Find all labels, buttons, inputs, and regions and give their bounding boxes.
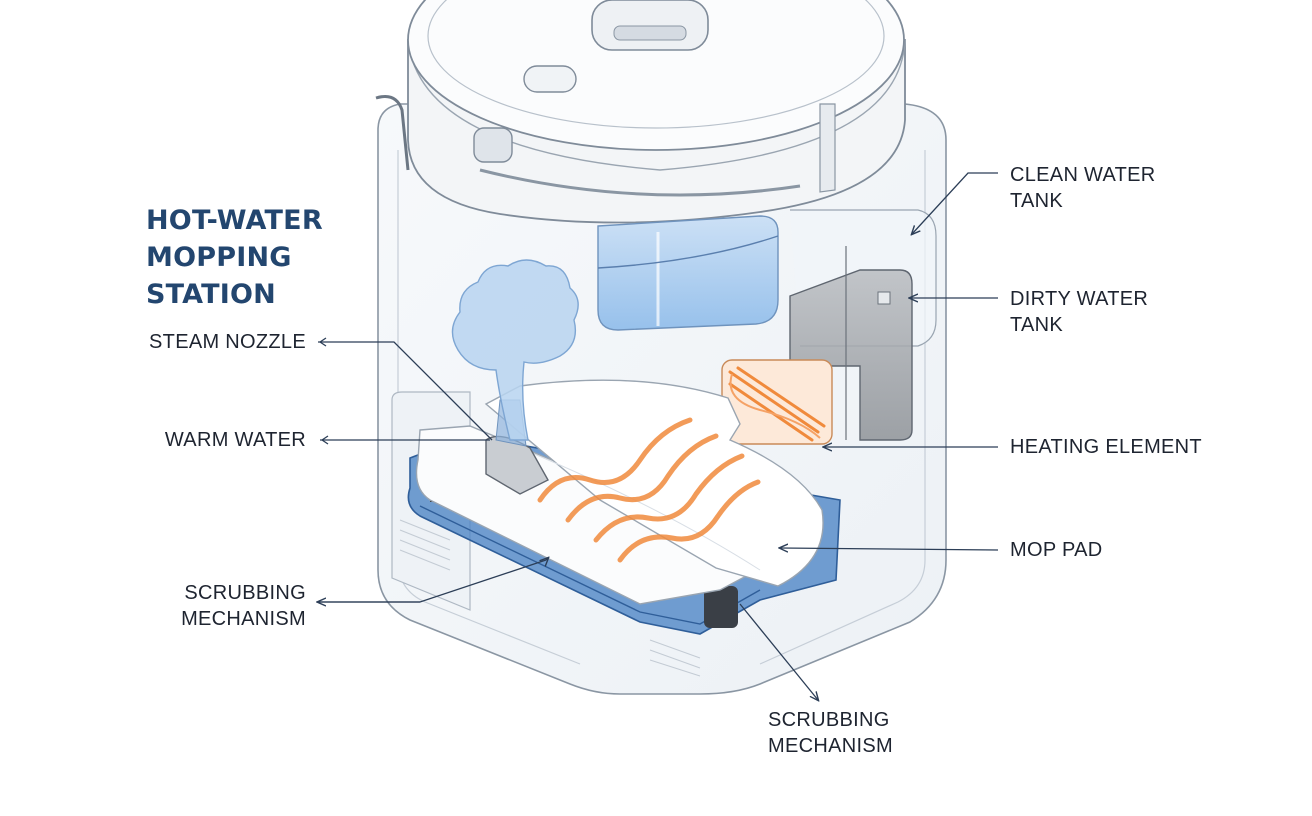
dirty-water-tank [789, 246, 913, 441]
leader-lines [318, 172, 999, 700]
label-scrubbing-mechanism-bottom: SCRUBBING MECHANISM [768, 709, 893, 757]
title-line-2: MOPPING [146, 242, 292, 273]
label-steam-nozzle: STEAM NOZZLE [149, 331, 306, 353]
title-line-1: HOT-WATER [146, 205, 323, 236]
robot-vacuum [375, 0, 906, 224]
label-warm-water: WARM WATER [164, 429, 306, 451]
label-mop-pad: MOP PAD [1010, 539, 1103, 561]
steam-cloud [451, 259, 579, 441]
heating-element [721, 359, 833, 445]
diagram-title: HOT-WATER MOPPING STATION [146, 202, 323, 313]
label-heating-element: HEATING ELEMENT [1010, 436, 1202, 458]
label-dirty-water-tank: DIRTY WATER TANK [1010, 288, 1149, 336]
heat-waves [537, 417, 761, 563]
label-scrubbing-mechanism-left: SCRUBBING MECHANISM [181, 582, 306, 630]
label-clean-water-tank: CLEAN WATER TANK [1010, 164, 1156, 212]
title-line-3: STATION [146, 279, 276, 310]
